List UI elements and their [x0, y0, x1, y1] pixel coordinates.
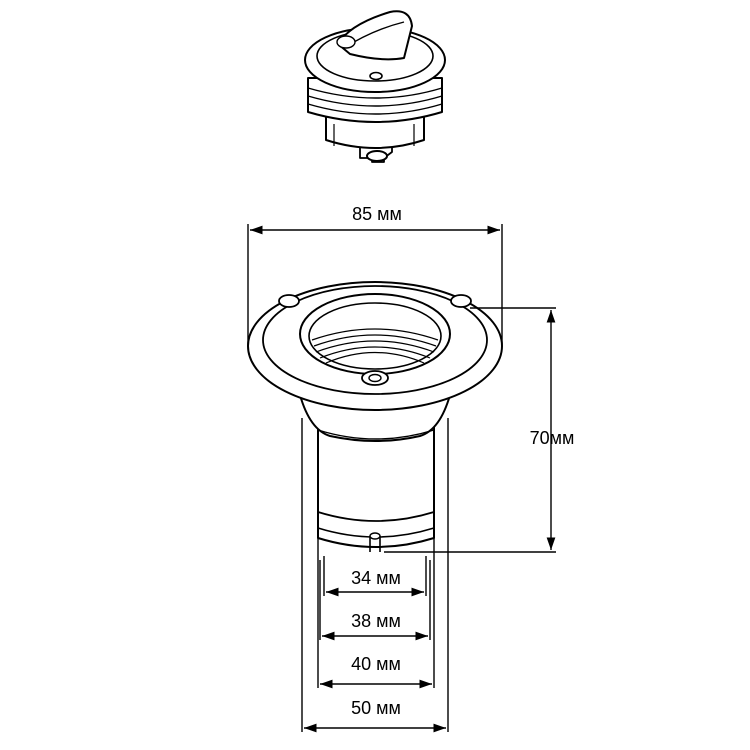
width-extension-lines — [301, 418, 449, 732]
dimension-50-label: 50 мм — [351, 698, 401, 718]
dimension-40-label: 40 мм — [351, 654, 401, 674]
dimension-85 — [247, 224, 503, 345]
fitting-body — [247, 281, 503, 552]
dimension-38-label: 38 мм — [351, 611, 401, 631]
cap-illustration — [304, 10, 446, 163]
dimension-70 — [384, 307, 556, 553]
dimension-85-label: 85 мм — [352, 204, 402, 224]
dimension-70-label: 70мм — [530, 428, 575, 448]
dimension-34-label: 34 мм — [351, 568, 401, 588]
